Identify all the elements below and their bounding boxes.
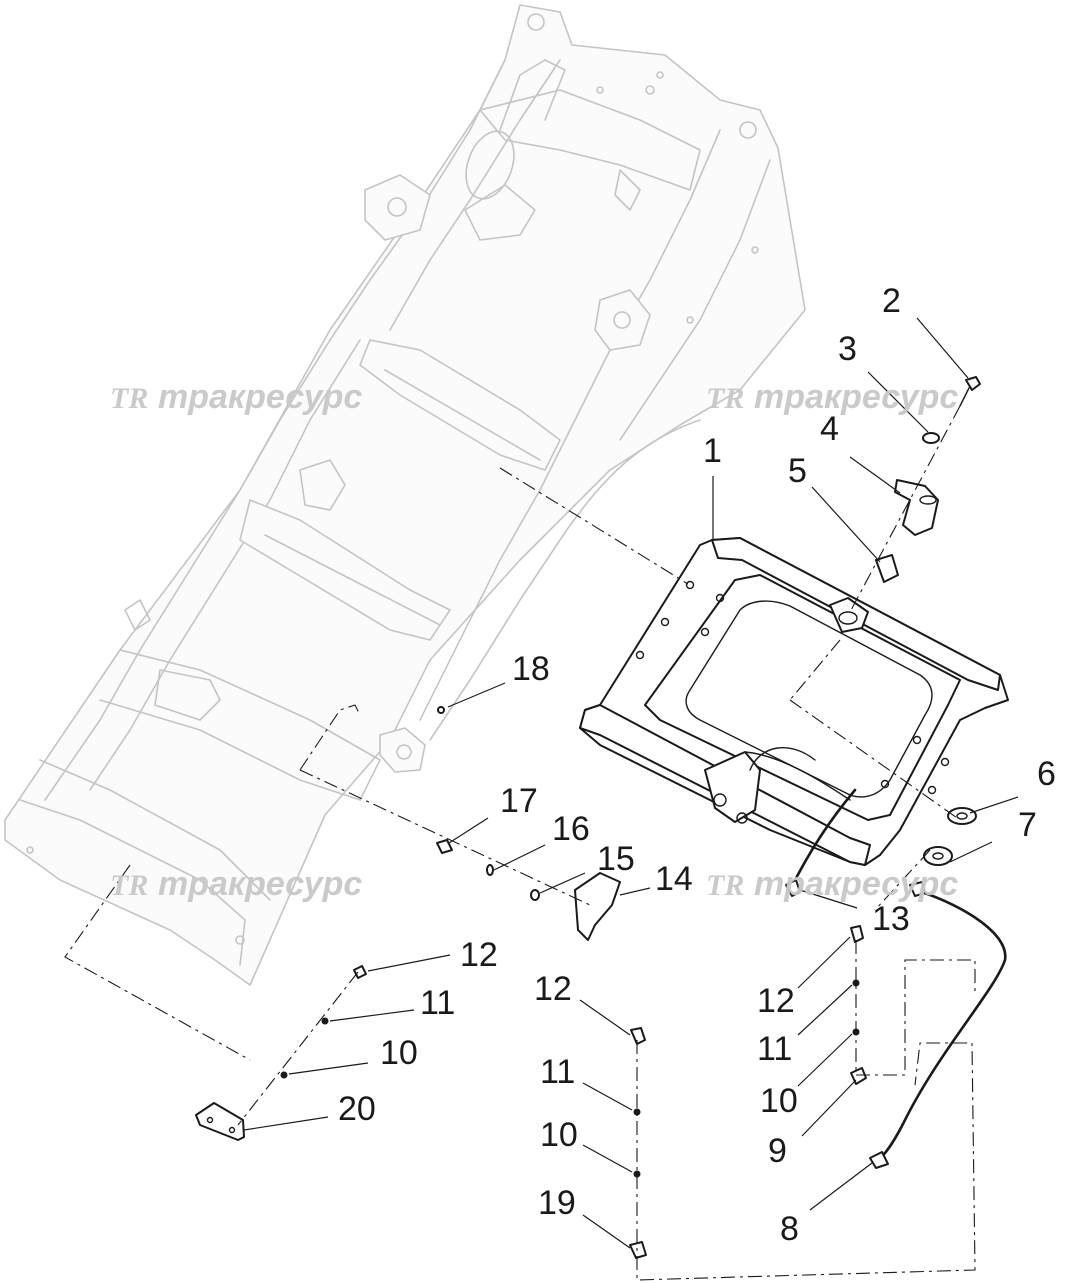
washer-part-6 — [947, 807, 977, 825]
callout-5: 5 — [788, 452, 807, 490]
callout-19: 19 — [538, 1184, 576, 1222]
watermark-logo: TR — [110, 382, 148, 415]
bracket-part-14 — [574, 872, 621, 941]
callout-14: 14 — [655, 860, 693, 898]
watermark-top-left: TR тракресурс — [110, 378, 362, 416]
seat-frame — [579, 537, 1009, 866]
washer-part-16 — [486, 864, 494, 876]
callout-13: 13 — [872, 900, 910, 938]
callout-6: 6 — [1037, 755, 1056, 793]
callout-11-middle: 11 — [540, 1053, 575, 1091]
bolt-part-2 — [965, 376, 981, 391]
cables — [749, 746, 1007, 1169]
bushing-part-5 — [875, 554, 899, 583]
watermark-logo: TR — [706, 869, 744, 902]
callout-10-left: 10 — [380, 1034, 418, 1072]
callout-20: 20 — [338, 1090, 376, 1128]
callout-numbers: 2 3 4 5 1 18 17 16 15 14 6 7 13 12 11 10… — [338, 282, 1056, 1248]
callout-1: 1 — [703, 432, 722, 470]
watermark-bottom-right: TR тракресурс — [706, 865, 958, 903]
hardware-parts — [195, 376, 981, 1259]
watermark-top-right: TR тракресурс — [706, 378, 958, 416]
callout-15: 15 — [597, 840, 635, 878]
callout-12-left: 12 — [460, 936, 498, 974]
watermark-text: тракресурс — [754, 865, 958, 903]
callout-10-middle: 10 — [540, 1116, 578, 1154]
leader-lines — [243, 317, 1019, 1249]
callout-12-right: 12 — [757, 982, 795, 1020]
callout-18: 18 — [512, 650, 550, 688]
bracket-part-20 — [195, 1102, 245, 1141]
callout-3: 3 — [838, 330, 857, 368]
callout-2: 2 — [882, 282, 901, 320]
watermark-text: тракресурс — [158, 378, 362, 416]
bolt-part-17 — [436, 839, 453, 854]
washer-part-3 — [922, 432, 940, 444]
watermark-text: тракресурс — [158, 865, 362, 903]
watermark-logo: TR — [110, 869, 148, 902]
cable-part-8-end — [869, 1151, 889, 1169]
machine-frame — [4, 4, 806, 986]
clamp-part-19 — [629, 1241, 647, 1259]
screw-part-18 — [437, 706, 445, 714]
callout-8: 8 — [780, 1210, 799, 1248]
nut-part-15 — [530, 889, 540, 901]
pin-part-4 — [894, 479, 939, 536]
callout-12-middle: 12 — [534, 970, 572, 1008]
clamp-part-9 — [850, 1067, 867, 1085]
watermark-text: тракресурс — [754, 378, 958, 416]
callout-10-right: 10 — [760, 1082, 798, 1120]
callout-9: 9 — [768, 1132, 787, 1170]
callout-4: 4 — [820, 410, 839, 448]
callout-17: 17 — [500, 782, 538, 820]
watermark-logo: TR — [706, 382, 744, 415]
callout-16: 16 — [552, 810, 590, 848]
assembly-center-lines — [64, 405, 976, 1281]
callout-11-right: 11 — [757, 1030, 792, 1068]
watermark-bottom-left: TR тракресурс — [110, 865, 362, 903]
callout-11-left: 11 — [420, 984, 455, 1022]
callout-7: 7 — [1018, 806, 1037, 844]
nut-part-7 — [923, 846, 953, 866]
